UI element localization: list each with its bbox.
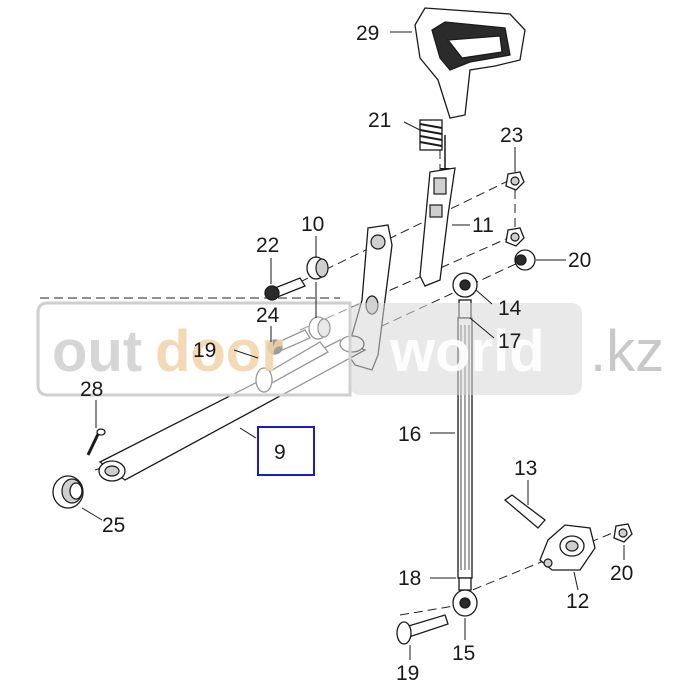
callout-15: 15: [452, 642, 475, 665]
callout-labels: 29 21 23 10 11 22 20 24 14 19 17 28 9 16…: [80, 22, 633, 685]
highlight-box: [257, 426, 315, 476]
bushing-part: [52, 475, 84, 509]
callout-28: 28: [80, 378, 103, 401]
watermark-door: door: [155, 319, 284, 384]
callout-19-bottom: 19: [396, 662, 419, 685]
knob-part: [414, 7, 526, 119]
callout-leaders: [81, 31, 625, 660]
callout-14: 14: [498, 297, 522, 320]
nut-23-part: [505, 171, 525, 247]
watermark-out: out: [52, 319, 142, 384]
callout-17: 17: [498, 330, 521, 353]
callout-29: 29: [356, 22, 379, 45]
callout-12: 12: [566, 590, 589, 613]
callout-11: 11: [472, 214, 494, 237]
callout-20-top: 20: [568, 249, 591, 272]
callout-19-top: 19: [193, 339, 216, 362]
callout-10: 10: [301, 213, 324, 236]
watermark-right-box: [350, 303, 582, 395]
callout-18: 18: [398, 567, 421, 590]
bolt-19-bottom-part: [396, 614, 449, 645]
callout-9: 9: [274, 441, 286, 464]
callout-25: 25: [102, 514, 125, 537]
callout-22: 22: [256, 234, 279, 257]
watermark-left-box: [36, 301, 352, 397]
callout-13: 13: [514, 457, 537, 480]
callout-16: 16: [398, 423, 421, 446]
clip-part: [86, 428, 106, 456]
callout-21: 21: [368, 109, 391, 132]
watermark-world: world: [389, 319, 545, 384]
callout-20-bottom: 20: [610, 562, 633, 585]
watermark-domain: .kz: [590, 319, 664, 384]
plate-part: [419, 167, 456, 287]
bolt-22-part: [264, 277, 306, 301]
bracket-12-part: [539, 524, 596, 571]
spring-part: [419, 119, 450, 176]
nut-20-bottom-part: [613, 523, 633, 543]
watermark: out door world .kz: [36, 301, 664, 397]
callout-23: 23: [500, 124, 523, 147]
nut-20-part: [514, 249, 536, 271]
callout-24: 24: [256, 304, 280, 327]
pin-13-part: [503, 494, 546, 529]
